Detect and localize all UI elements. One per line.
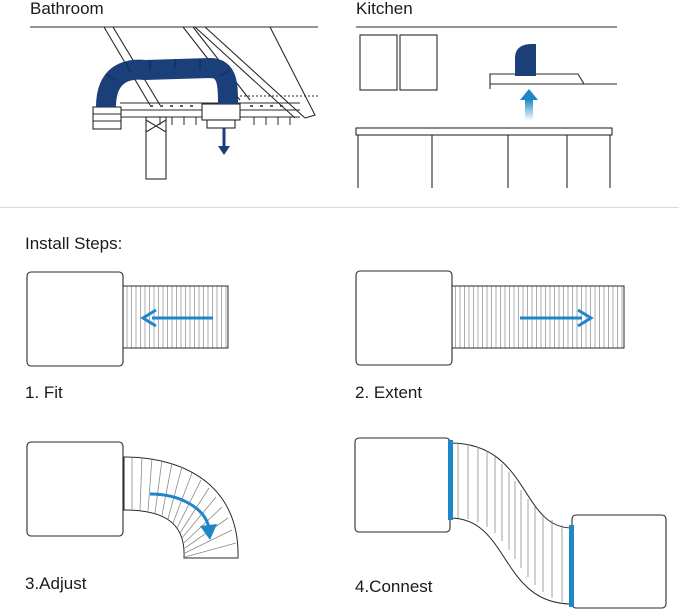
step-3-illustration xyxy=(26,441,239,559)
arrow-right-icon xyxy=(520,308,594,328)
bathroom-ceiling-fan xyxy=(201,103,241,129)
step-2-illustration xyxy=(355,270,625,366)
bathroom-wall-fan xyxy=(92,106,122,130)
wall-studs xyxy=(145,116,167,180)
step-3-fan-box xyxy=(26,441,124,537)
step-2-label: 2. Extent xyxy=(355,383,423,402)
step-1-illustration xyxy=(26,271,229,367)
bathroom-scene xyxy=(30,26,320,180)
step-3-label: 3.Adjust xyxy=(25,574,87,593)
section-divider xyxy=(0,207,679,208)
kitchen-up-arrow-icon xyxy=(520,89,538,121)
step-4-illustration xyxy=(354,437,667,609)
step-4-clamp-left xyxy=(448,440,453,520)
step-1-fan-box xyxy=(26,271,124,367)
step-4-label: 4.Connest xyxy=(355,577,433,596)
kitchen-upper-cabinets xyxy=(359,34,438,91)
arrow-left-icon xyxy=(140,308,213,328)
kitchen-title: Kitchen xyxy=(356,0,413,18)
curved-arrow-icon xyxy=(149,492,217,540)
step-2-fan-box xyxy=(355,270,453,366)
install-steps-heading: Install Steps: xyxy=(25,234,123,253)
step-4-fan-box-left xyxy=(354,437,451,533)
bathroom-title: Bathroom xyxy=(30,0,104,18)
step-4-fan-box-right xyxy=(571,514,667,609)
kitchen-counter xyxy=(355,127,613,188)
bathroom-duct-bands xyxy=(105,59,231,81)
range-hood xyxy=(489,73,617,89)
kitchen-navy-duct xyxy=(515,44,536,76)
bathroom-down-arrow-icon xyxy=(218,128,230,155)
step-1-label: 1. Fit xyxy=(25,383,63,402)
step-3-duct-ribs xyxy=(131,456,237,558)
step-4-clamp-right xyxy=(569,525,574,607)
kitchen-scene xyxy=(355,26,617,188)
bathroom-navy-duct xyxy=(96,57,238,108)
step-4-duct-ribs xyxy=(457,443,563,602)
